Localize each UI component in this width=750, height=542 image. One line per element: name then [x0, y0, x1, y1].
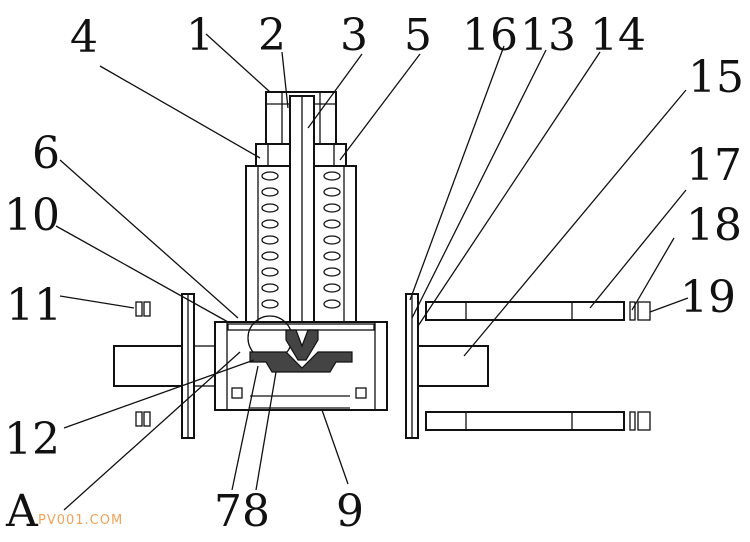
label-3: 3: [340, 10, 368, 61]
label-4: 4: [70, 12, 98, 63]
label-2: 2: [258, 10, 286, 61]
label-5: 5: [404, 10, 432, 61]
lower-box: [214, 321, 388, 411]
label-19: 19: [680, 272, 736, 323]
leader-lines: [55, 33, 689, 511]
right-plate: [405, 293, 489, 439]
spring-left: [261, 171, 279, 309]
label-12: 12: [4, 414, 60, 465]
left-nut-top: [135, 301, 151, 317]
label-6: 6: [32, 128, 60, 179]
label-1: 1: [186, 10, 214, 61]
right-nut-top: [629, 301, 651, 321]
label-10: 10: [4, 190, 60, 241]
label-14: 14: [590, 10, 646, 61]
label-13: 13: [520, 10, 576, 61]
central-shaft: [289, 95, 315, 329]
left-clamp: [113, 293, 216, 439]
label-15: 15: [688, 52, 744, 103]
spring-right: [323, 171, 341, 309]
right-nut-bottom: [629, 411, 651, 431]
label-11: 11: [6, 280, 62, 331]
wedge-block: [249, 329, 353, 373]
right-rod-top: [425, 301, 625, 321]
label-78: 78: [214, 486, 270, 537]
right-rod-bottom: [425, 411, 625, 431]
watermark: PV001.COM: [38, 513, 123, 528]
label-17: 17: [686, 140, 742, 191]
label-9: 9: [336, 486, 364, 537]
label-18: 18: [686, 200, 742, 251]
left-nut-bottom: [135, 411, 151, 427]
label-16: 16: [462, 10, 518, 61]
label-a: A: [5, 486, 39, 537]
